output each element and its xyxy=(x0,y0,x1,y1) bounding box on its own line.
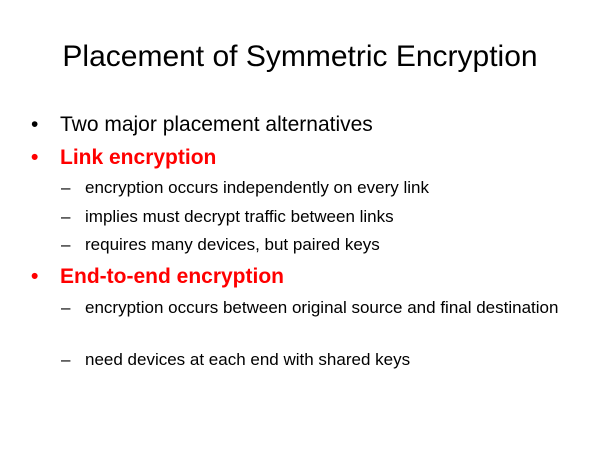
bullet-text: Two major placement alternatives xyxy=(60,113,373,136)
bullet-text: End-to-end encryption xyxy=(60,265,284,288)
dash-icon: – xyxy=(61,298,71,317)
bullet-text: Link encryption xyxy=(60,146,217,169)
bullet-icon: • xyxy=(31,113,39,136)
sub-item-text: requires many devices, but paired keys xyxy=(85,235,380,254)
dash-icon: – xyxy=(61,178,71,197)
dash-icon: – xyxy=(61,350,71,369)
sub-item-text: implies must decrypt traffic between lin… xyxy=(85,207,394,226)
slide-title: Placement of Symmetric Encryption xyxy=(62,40,538,73)
bullet-icon: • xyxy=(31,265,39,288)
sub-item-text: encryption occurs independently on every… xyxy=(85,178,429,197)
sub-item-text: need devices at each end with shared key… xyxy=(85,350,411,369)
dash-icon: – xyxy=(61,235,71,254)
dash-icon: – xyxy=(61,207,71,226)
sub-item-text: encryption occurs between original sourc… xyxy=(85,298,559,317)
bullet-icon: • xyxy=(31,146,39,169)
